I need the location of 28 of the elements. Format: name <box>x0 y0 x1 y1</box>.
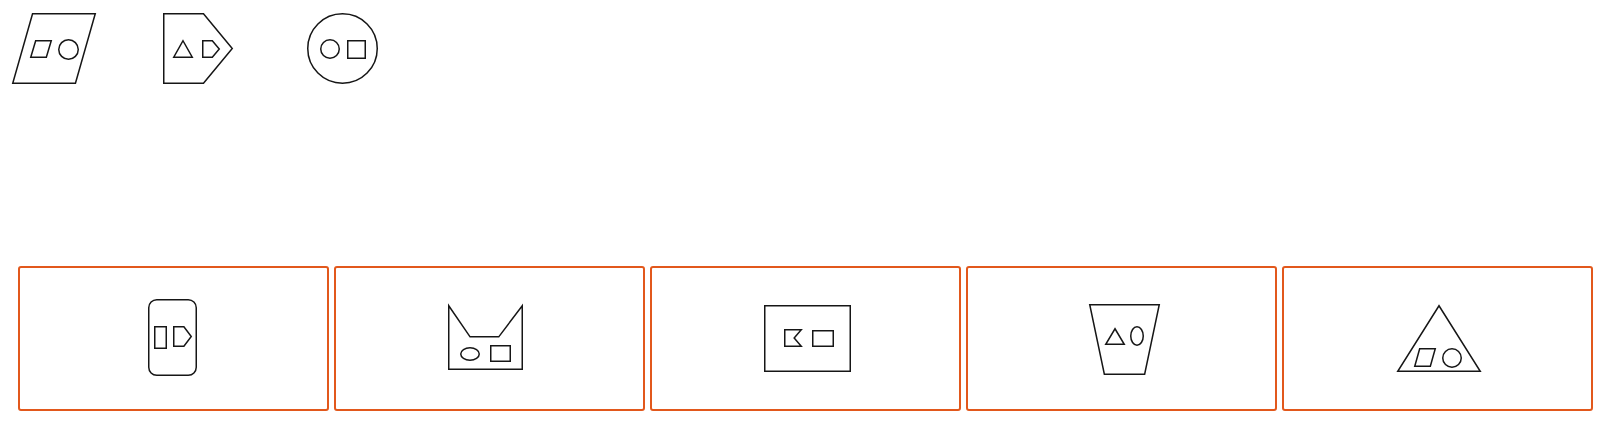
triangle-shape <box>1397 305 1481 372</box>
ellipse-shape <box>1130 326 1144 346</box>
ellipse-shape <box>460 347 480 361</box>
rounded-rectangle-shape <box>148 299 197 376</box>
triangle-shape <box>173 40 193 58</box>
parallelogram-shape <box>1414 348 1436 367</box>
circle-shape <box>307 13 378 84</box>
square-shape <box>347 40 366 59</box>
circle-shape <box>1442 348 1462 368</box>
pentagon-shape <box>163 13 233 84</box>
rectangle-shape <box>764 305 851 372</box>
trapezoid-shape <box>1089 304 1160 375</box>
parallelogram-shape <box>12 13 96 84</box>
rectangle-shape <box>812 330 834 347</box>
option-panel <box>334 266 645 411</box>
pentagon-shape <box>202 40 220 58</box>
circle-shape <box>320 39 340 59</box>
option-panel <box>18 266 329 411</box>
option-panel <box>650 266 961 411</box>
rectangle-shape <box>490 345 511 362</box>
option-panel <box>1282 266 1593 411</box>
notched-polygon-shape <box>448 305 523 370</box>
circle-shape <box>58 39 79 60</box>
triangle-shape <box>1105 328 1125 345</box>
pentagon-shape <box>173 326 192 347</box>
rectangle-shape <box>154 326 167 349</box>
option-panel <box>966 266 1277 411</box>
parallelogram-shape <box>30 40 52 58</box>
